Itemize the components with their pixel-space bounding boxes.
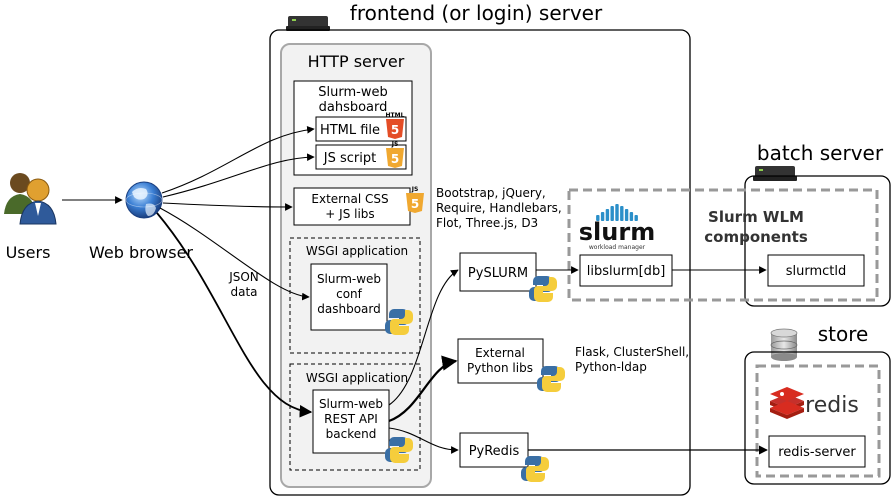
pyslurm-box (459, 252, 537, 292)
js-badge-icon: JS 5 (406, 186, 424, 213)
arrow-rest-to-external-python (388, 355, 458, 423)
slurm-components-line2: components (704, 228, 808, 246)
server-icon (286, 16, 330, 31)
arrow-rest-to-pyslurm (388, 269, 459, 406)
frontend-server-title: frontend (or login) server (350, 1, 603, 25)
svg-text:5: 5 (411, 197, 419, 211)
external-python-line1: External (475, 346, 525, 360)
rest-api-line1: Slurm-web (319, 397, 383, 411)
conf-dashboard-line1: Slurm-web (317, 272, 381, 286)
server-icon (753, 166, 797, 181)
arrow-browser-to-external-css (162, 202, 293, 211)
python-logo-icon (385, 437, 413, 463)
wsgi-rest-title: WSGI application (306, 371, 408, 385)
json-label-line2: data (230, 285, 257, 299)
svg-text:JS: JS (411, 186, 419, 193)
web-browser-label: Web browser (89, 243, 193, 262)
js-libs-note-line2: Require, Handlebars, (436, 201, 562, 215)
external-css-box (293, 187, 411, 226)
js-libs-note-line1: Bootstrap, jQuery, (436, 186, 546, 200)
redis-dashed-box (755, 364, 881, 478)
python-logo-icon (529, 276, 557, 302)
python-libs-note-line2: Python-ldap (575, 360, 647, 374)
js-libs-note-line3: Flot, Three.js, D3 (436, 216, 538, 230)
globe-icon (125, 181, 163, 219)
arrow-browser-to-conf (159, 207, 310, 301)
slurm-components-box (567, 188, 879, 302)
conf-dashboard-line3: dashboard (317, 302, 380, 316)
redis-server-box (768, 435, 866, 468)
conf-dashboard-line2: conf (336, 287, 363, 301)
arrow-browser-to-rest (156, 212, 313, 418)
slurm-logo-word: slurm (579, 218, 655, 246)
js-script-label: JS script (323, 151, 376, 166)
python-logo-icon (537, 366, 565, 392)
json-label-line1: JSON (228, 270, 259, 284)
external-python-line2: Python libs (467, 361, 533, 375)
python-logo-icon (521, 456, 549, 482)
frontend-server-box (269, 29, 691, 496)
slurm-logo-bar (620, 206, 624, 221)
html5-badge-label: HTML (386, 112, 405, 119)
arrow-browser-to-js (162, 153, 315, 198)
html5-icon: HTML 5 (386, 112, 405, 139)
batch-server-box (744, 175, 891, 307)
external-css-line2: + JS libs (325, 207, 374, 221)
slurm-logo-bar (600, 212, 605, 221)
slurm-logo-bar (624, 209, 629, 221)
dashboard-title-line1: Slurm-web (318, 85, 387, 100)
slurm-logo-bar (610, 206, 614, 221)
html-file-label: HTML file (320, 123, 380, 138)
users-icon (4, 173, 57, 225)
users-label: Users (6, 243, 51, 262)
slurm-logo-bar (629, 212, 634, 221)
libslurm-label: libslurm[db] (587, 264, 666, 279)
slurm-logo-bar (605, 209, 610, 221)
external-css-line1: External CSS (311, 192, 388, 206)
dashboard-title-line2: dahsboard (319, 100, 388, 115)
store-title: store (818, 322, 869, 346)
js-badge-icon: JS 5 (386, 141, 404, 168)
redis-logo-icon (770, 387, 804, 419)
pyredis-box (459, 432, 529, 468)
slurm-logo-bar (634, 215, 638, 221)
slurmctld-label: slurmctld (786, 264, 847, 279)
slurm-logo-bar (596, 215, 600, 221)
slurm-components-line1: Slurm WLM (708, 208, 804, 226)
wsgi-rest-box (289, 363, 421, 471)
slurm-logo-bar (615, 204, 619, 221)
python-libs-note-line1: Flask, ClusterShell, (575, 345, 689, 359)
js-badge-label: JS (391, 141, 399, 148)
arrow-browser-to-html (161, 125, 315, 194)
rest-api-line3: backend (326, 427, 377, 441)
rest-api-line2: REST API (324, 412, 378, 426)
database-icon (770, 328, 798, 361)
wsgi-conf-title: WSGI application (306, 244, 408, 258)
redis-logo-word: redis (805, 393, 859, 418)
slurm-logo-tagline: workload manager (589, 244, 646, 251)
rest-api-box (312, 389, 390, 454)
store-box (744, 351, 891, 485)
conf-dashboard-box (310, 263, 388, 331)
svg-text:5: 5 (391, 152, 399, 166)
pyslurm-label: PySLURM (468, 266, 528, 281)
redis-server-label: redis-server (778, 445, 856, 460)
batch-server-title: batch server (757, 141, 884, 165)
slurmctld-box (767, 254, 865, 287)
wsgi-conf-box (289, 237, 421, 354)
external-python-box (457, 338, 544, 384)
pyredis-label: PyRedis (469, 444, 520, 459)
python-logo-icon (385, 309, 413, 335)
arrow-rest-to-pyredis (388, 427, 459, 454)
slurm-logo-icon: slurm workload manager (579, 204, 655, 251)
svg-text:5: 5 (391, 123, 399, 137)
libslurm-box (579, 254, 673, 287)
http-server-title: HTTP server (308, 52, 405, 71)
